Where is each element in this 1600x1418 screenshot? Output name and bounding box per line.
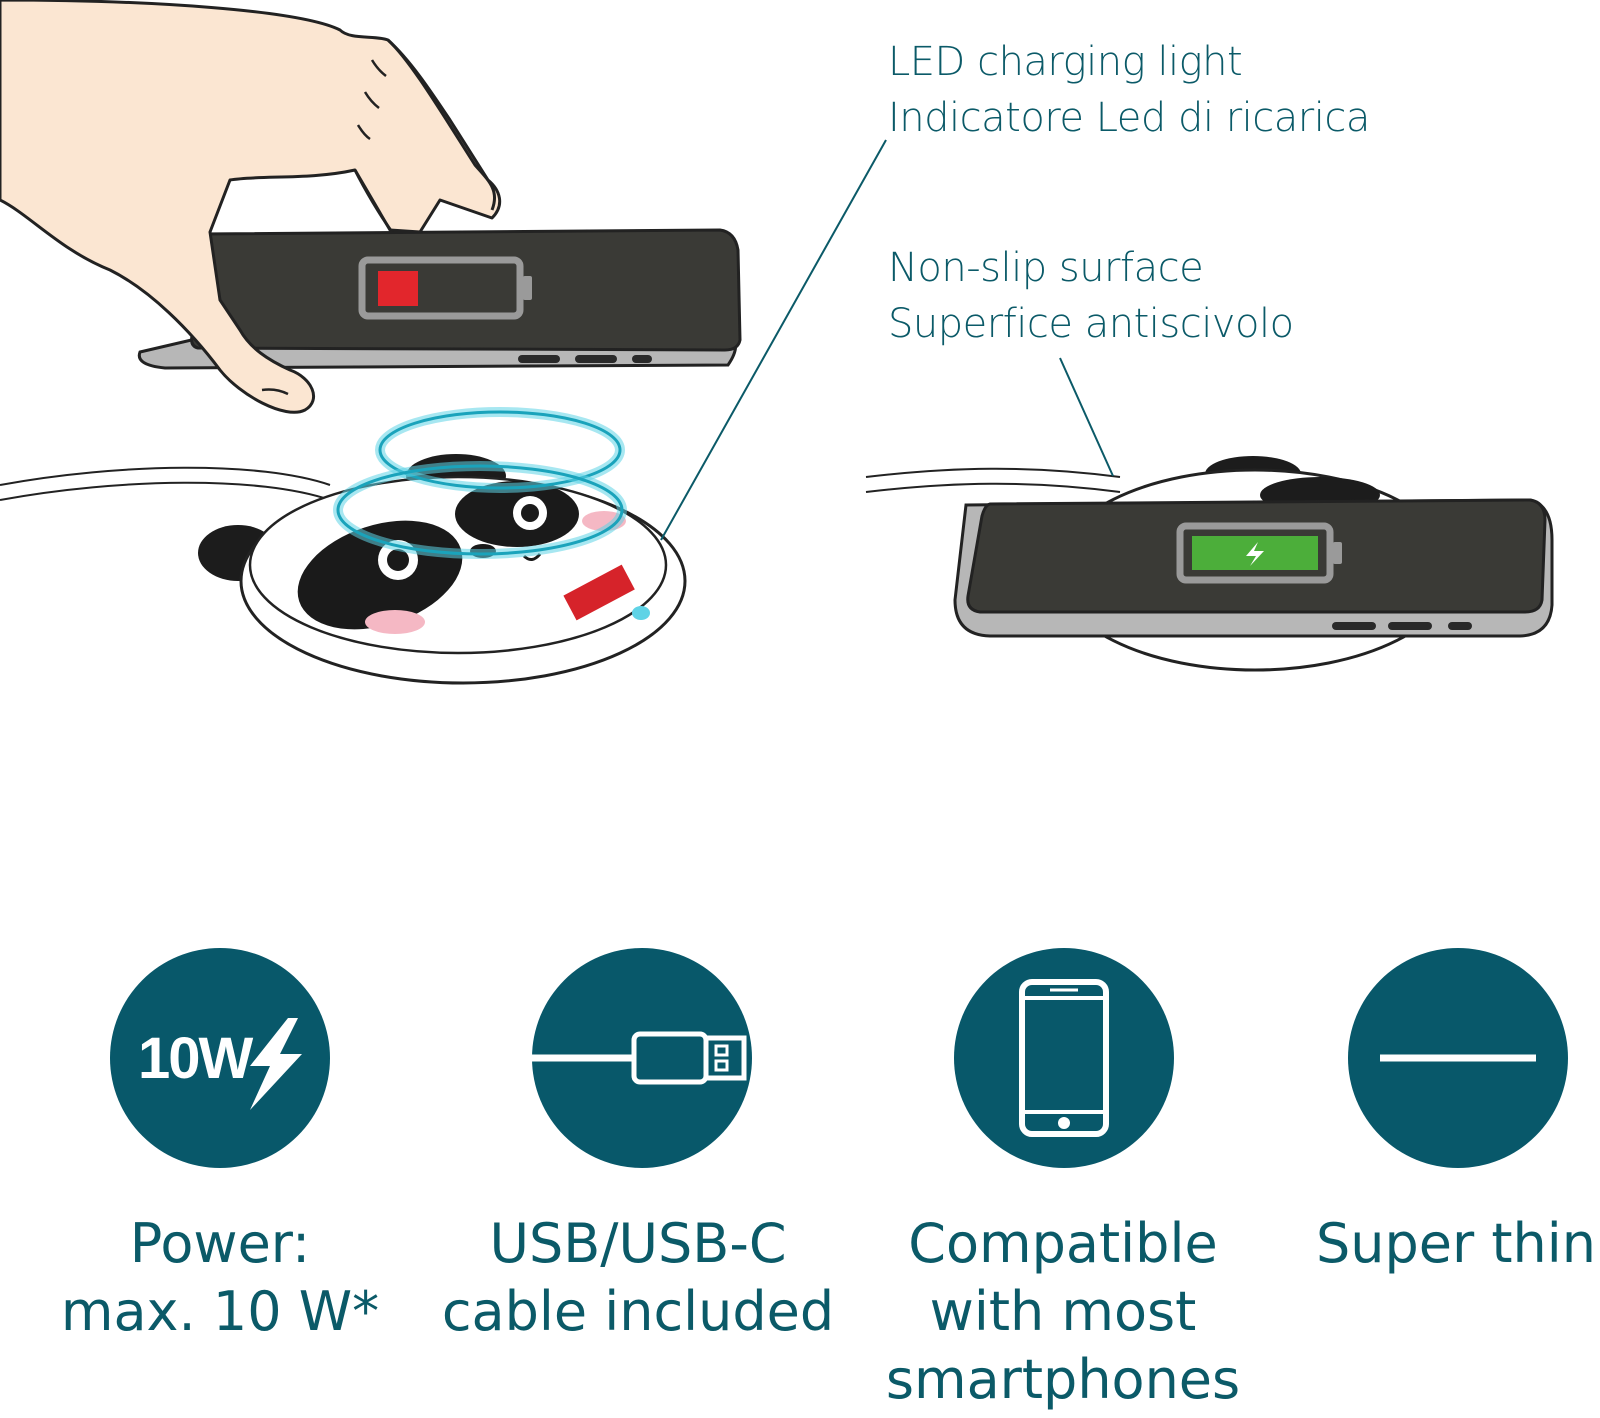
led-callout: LED charging light Indicatore Led di ric… [888,34,1370,146]
nonslip-callout: Non-slip surface Superfice antiscivolo [888,240,1294,352]
feature-thin-circle [1348,948,1568,1168]
led-callout-it: Indicatore Led di ricarica [888,95,1370,141]
charger-cable-left [0,466,333,500]
feature-smartphone-label: Compatible with most smartphones [886,1210,1240,1414]
feature-power-line2: max. 10 W* [60,1280,380,1343]
smartphone-icon [1019,979,1109,1137]
battery-full-icon [1176,522,1342,584]
feature-smartphone-line3: smartphones [885,1348,1241,1411]
feature-thin-label: Super thin [1316,1210,1596,1278]
hand-illustration [0,0,502,414]
feature-smartphone-line1: Compatible [908,1212,1218,1275]
feature-power-circle: 10W [110,948,330,1168]
legami-logo [563,564,635,621]
power-10w-icon: 10W [138,1018,302,1110]
feature-smartphone-line2: with most [929,1280,1197,1343]
feature-cable-label: USB/USB-C cable included [442,1210,834,1346]
feature-thin-line1: Super thin [1316,1212,1596,1275]
product-illustration [0,0,1554,685]
phone-low-battery [137,228,742,370]
thin-line-icon [1380,1054,1536,1062]
led-indicator [632,606,650,620]
usb-cable-icon [532,1031,747,1085]
feature-power-label: Power: max. 10 W* [61,1210,379,1346]
charger-cable-right [865,467,1122,492]
power-10w-text: 10W [138,1026,254,1091]
feature-cable-line2: cable included [441,1280,835,1343]
feature-power-line1: Power: [129,1212,311,1275]
feature-smartphone-circle [954,948,1174,1168]
feature-cable-circle [532,948,752,1168]
battery-low-icon [358,256,532,320]
feature-cable-line1: USB/USB-C [489,1212,787,1275]
led-callout-line [660,139,887,541]
led-callout-en: LED charging light [888,39,1243,85]
wireless-waves-icon [333,407,627,559]
phone-full-battery [953,498,1554,638]
nonslip-callout-en: Non-slip surface [888,245,1204,291]
nonslip-callout-line [1059,357,1114,477]
nonslip-callout-it: Superfice antiscivolo [888,301,1294,347]
